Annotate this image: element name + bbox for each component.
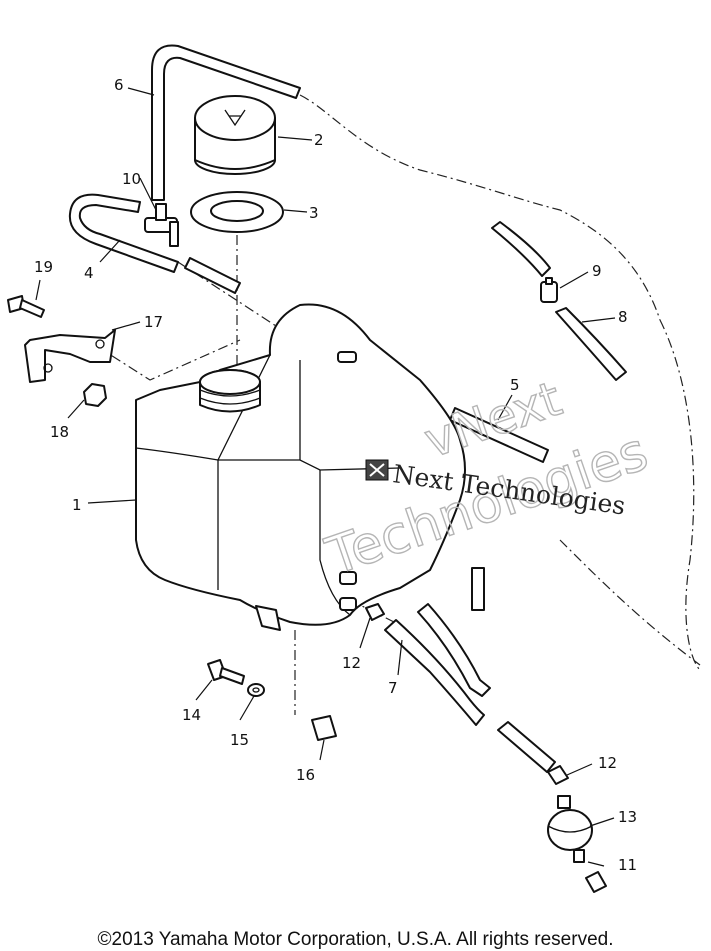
copyright-notice: ©2013 Yamaha Motor Corporation, U.S.A. A…: [97, 929, 614, 950]
routing-line-breather: [299, 94, 661, 321]
part-11-clip: [585, 871, 607, 893]
part-7-hose: [384, 603, 491, 726]
callout-7: 7: [388, 679, 398, 697]
callout-11: 11: [618, 856, 637, 874]
callout-15: 15: [230, 731, 249, 749]
routing-line-right-edge: [659, 319, 701, 671]
part-17-bracket: [24, 329, 116, 383]
hose-segment-left: [184, 257, 241, 294]
callout-6: 6: [114, 76, 124, 94]
watermark-logo-icon: [365, 459, 389, 481]
part-8-hose: [555, 307, 627, 381]
callout-12: 12: [598, 754, 617, 772]
callout-19: 19: [34, 258, 53, 276]
leader-lines: [35, 87, 616, 867]
callout-2: 2: [314, 131, 324, 149]
part-12-clip-lower: [547, 765, 569, 785]
callout-12: 12: [342, 654, 361, 672]
callout-10: 10: [122, 170, 141, 188]
callout-13: 13: [618, 808, 637, 826]
part-3-gasket: [190, 191, 284, 233]
routing-line-lower-right: [559, 539, 701, 666]
callout-18: 18: [50, 423, 69, 441]
callout-5: 5: [510, 376, 520, 394]
part-6-hose: [151, 44, 301, 201]
part-16-grommet: [311, 715, 337, 741]
callout-3: 3: [309, 204, 319, 222]
part-18-nut: [83, 383, 107, 407]
part-10-tee-joint: [144, 203, 179, 247]
hose-segment-top-right: [491, 221, 551, 277]
hose-segment-lower: [497, 721, 556, 773]
callout-16: 16: [296, 766, 315, 784]
hose-segment-vertical: [471, 567, 485, 611]
callout-1: 1: [72, 496, 82, 514]
part-19-bolt: [7, 295, 45, 318]
part-5-hose: [449, 407, 549, 463]
callout-17: 17: [144, 313, 163, 331]
callout-4: 4: [84, 264, 94, 282]
callout-8: 8: [618, 308, 628, 326]
part-14-bolt: [207, 659, 245, 685]
part-2-filler-cap: [194, 95, 276, 175]
part-4-hose: [68, 193, 179, 273]
callout-9: 9: [592, 262, 602, 280]
part-1-fuel-tank: [135, 303, 466, 631]
part-15-washer: [247, 683, 265, 697]
part-9-fitting: [540, 277, 558, 303]
part-13-fuel-filter: [547, 795, 593, 863]
assembly-axis-bracket: [94, 339, 241, 381]
part-12-clip-upper: [365, 603, 385, 621]
callout-14: 14: [182, 706, 201, 724]
